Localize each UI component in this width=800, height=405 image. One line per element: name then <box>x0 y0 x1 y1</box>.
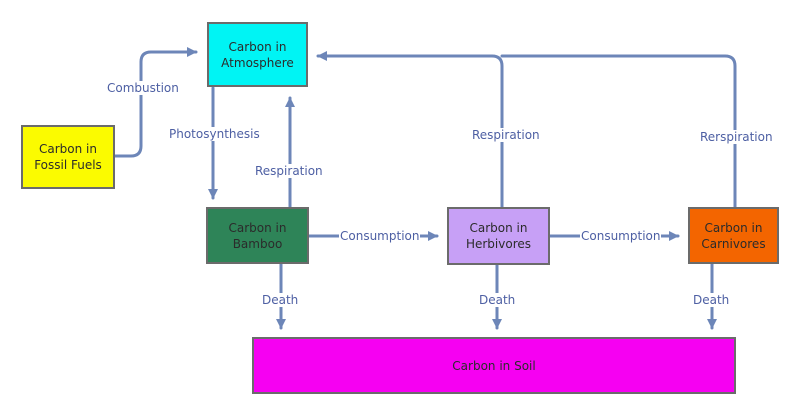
node-carnivores-line1: Carbon in <box>704 220 763 235</box>
label-combustion: Combustion <box>106 81 180 95</box>
arrow-combustion <box>113 47 198 158</box>
node-fossil-fuels-line2: Fossil Fuels <box>34 158 102 172</box>
node-bamboo-line1: Carbon in <box>228 220 287 235</box>
node-herbivores-line2: Herbivores <box>465 237 532 251</box>
label-respiration-bamboo: Respiration <box>254 164 324 178</box>
node-soil: Carbon in Soil <box>252 337 736 394</box>
label-death-herbivores: Death <box>478 293 517 307</box>
node-fossil-fuels: Carbon in Fossil Fuels <box>21 125 115 189</box>
label-respiration-herbivores: Respiration <box>471 128 541 142</box>
node-bamboo: Carbon in Bamboo <box>206 207 309 264</box>
node-bamboo-line2: Bamboo <box>232 236 283 251</box>
node-atmosphere: Carbon in Atmosphere <box>207 22 308 87</box>
node-atmosphere-line1: Carbon in <box>228 39 287 54</box>
node-carnivores-line2: Carnivores <box>701 236 766 251</box>
label-photosynthesis: Photosynthesis <box>168 127 261 141</box>
node-soil-label: Carbon in Soil <box>452 358 536 373</box>
node-carnivores: Carbon in Carnivores <box>688 207 779 264</box>
label-consumption-1: Consumption <box>339 229 421 243</box>
label-respiration-carnivores: Rerspiration <box>699 130 774 144</box>
label-death-carnivores: Death <box>692 293 731 307</box>
label-consumption-2: Consumption <box>580 229 662 243</box>
arrow-respiration-carnivores <box>500 54 737 210</box>
arrow-respiration-herbivores <box>316 51 504 210</box>
node-herbivores: Carbon in Herbivores <box>447 207 550 265</box>
node-atmosphere-line2: Atmosphere <box>221 55 294 70</box>
label-death-bamboo: Death <box>261 293 300 307</box>
node-fossil-fuels-line1: Carbon in <box>39 142 97 156</box>
node-herbivores-line1: Carbon in <box>469 221 528 235</box>
